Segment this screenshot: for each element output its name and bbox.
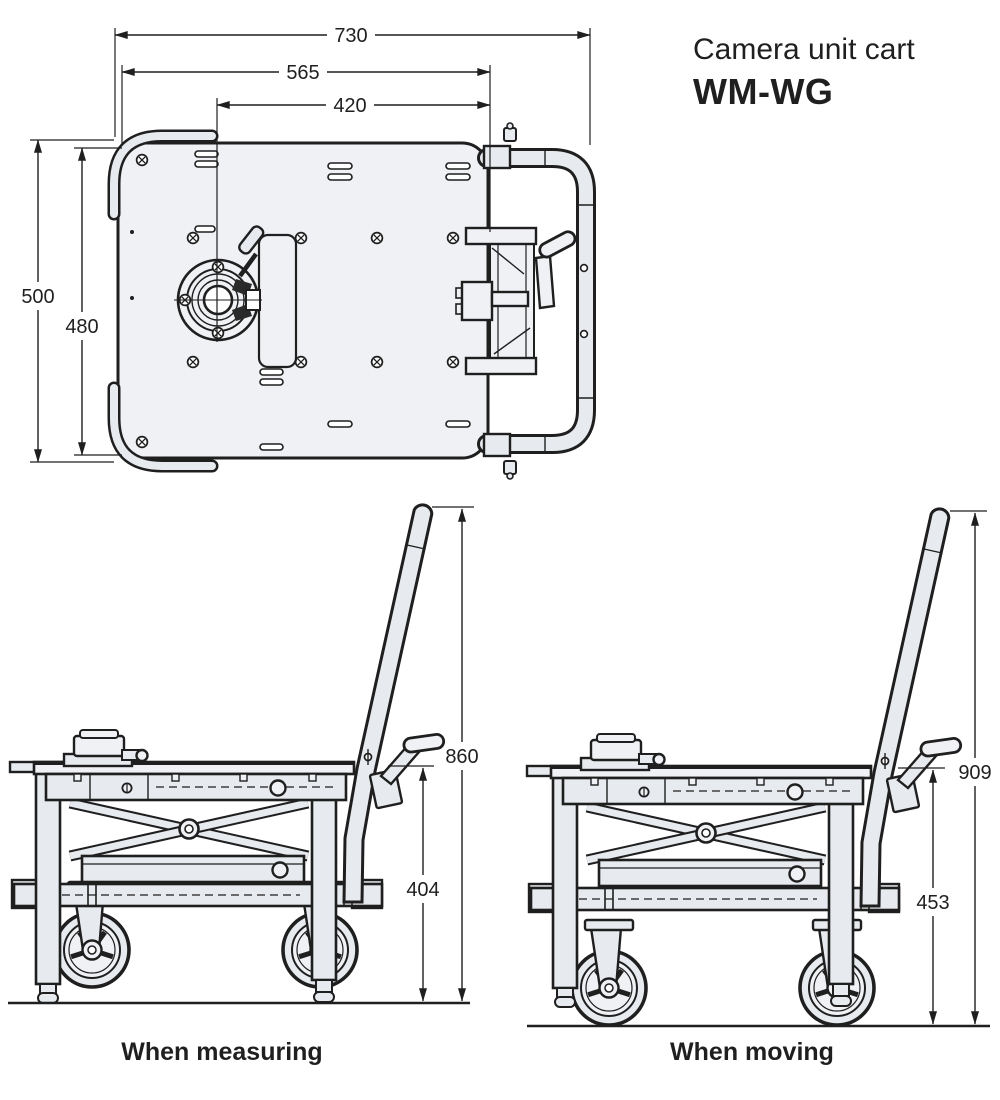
caption-when-moving: When moving xyxy=(670,1038,834,1066)
plate-screws xyxy=(130,230,460,369)
crank-handle-top xyxy=(534,230,577,310)
dim-height-453: 453 xyxy=(898,767,950,1025)
top-view-base-plate xyxy=(116,141,490,460)
dim-label-420: 420 xyxy=(333,95,366,117)
side-view-measuring: 860 404 When measuring xyxy=(8,505,479,1066)
caption-when-measuring: When measuring xyxy=(121,1038,322,1066)
product-title: Camera unit cart xyxy=(693,33,915,66)
dim-label-730: 730 xyxy=(334,25,367,47)
caster-pin-bottom xyxy=(503,460,517,480)
dim-height-404: 404 xyxy=(388,765,440,1002)
dim-height-909: 909 xyxy=(950,510,992,1025)
top-view: 730 565 420 500 480 xyxy=(21,25,596,480)
title-block: Camera unit cart WM-WG xyxy=(693,33,915,112)
dim-label-453: 453 xyxy=(916,892,949,914)
dim-depth-480: 480 xyxy=(65,147,122,456)
dim-label-909: 909 xyxy=(958,762,991,784)
dim-label-565: 565 xyxy=(286,62,319,84)
caster-pin-top xyxy=(503,122,517,142)
corner-bumpers xyxy=(107,129,219,473)
dim-label-480: 480 xyxy=(65,316,98,338)
lock-lever xyxy=(238,225,265,278)
dim-depth-500: 500 xyxy=(21,139,114,463)
model-number: WM-WG xyxy=(693,71,833,112)
dim-label-860: 860 xyxy=(445,746,478,768)
side-view-moving: 909 453 When moving xyxy=(527,509,992,1066)
dim-width-420: 420 xyxy=(216,95,491,342)
dim-width-730: 730 xyxy=(114,25,591,145)
dim-width-565: 565 xyxy=(121,62,491,232)
plate-slots xyxy=(194,150,471,451)
turntable xyxy=(174,225,265,342)
dim-label-500: 500 xyxy=(21,286,54,308)
dim-height-860: 860 xyxy=(432,506,479,1002)
dim-label-404: 404 xyxy=(406,879,439,901)
